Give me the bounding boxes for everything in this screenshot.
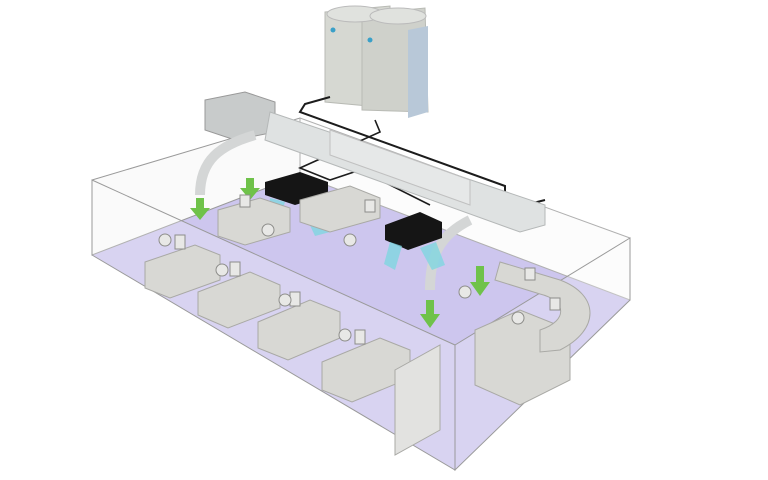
air-duct-icon [195, 91, 546, 291]
airflow-supply-arrow-icon [190, 178, 490, 328]
outdoor-condenser-unit-icon [324, 5, 429, 118]
room-floor [92, 175, 630, 470]
indoor-cassette-unit-icon [385, 212, 442, 250]
office-desk-icon [144, 185, 591, 456]
office-chair-icon [158, 194, 561, 345]
